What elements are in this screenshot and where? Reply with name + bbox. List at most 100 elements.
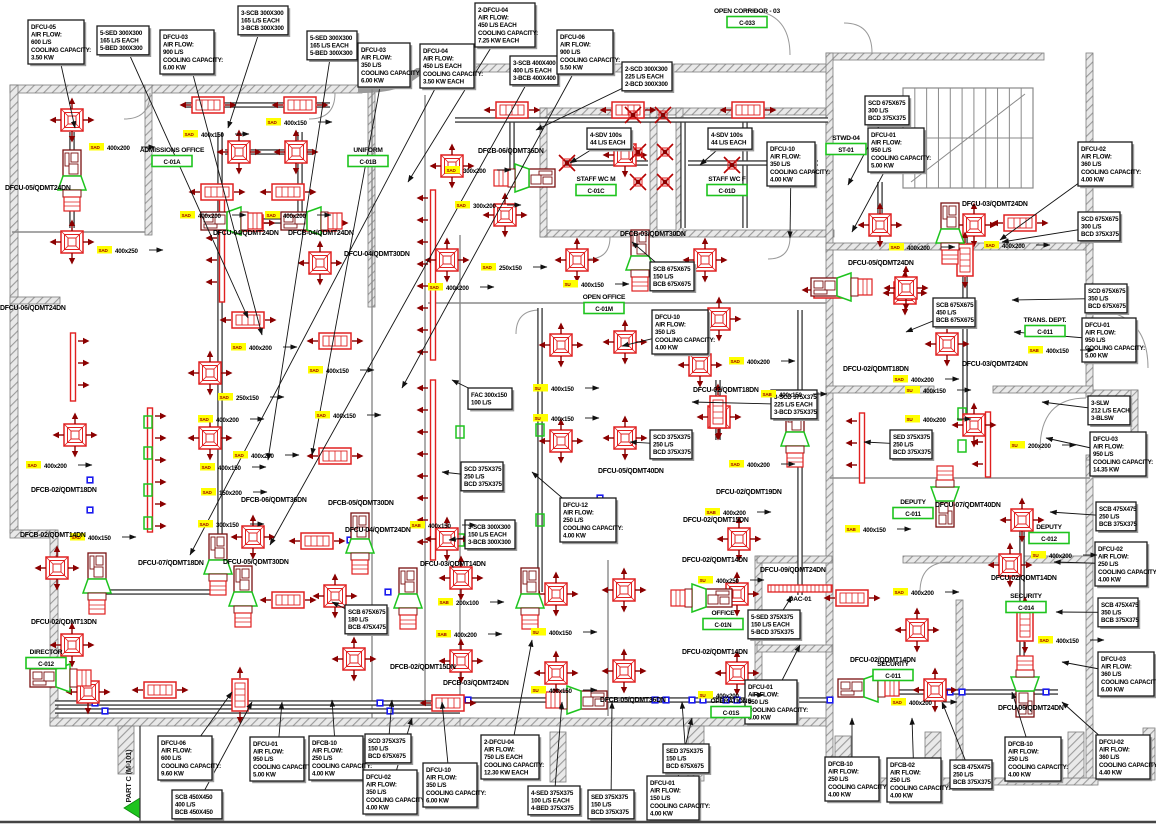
annotation-box-text: AIR FLOW: [312,748,343,755]
annotation-box [1004,736,1062,782]
fan-coil-unit-icon [670,583,733,613]
annotation-box [649,261,695,292]
annotation-box [27,19,85,65]
duct-size-tag-label: 400x150 [1046,348,1069,355]
duct-size-tag-chip [984,241,999,249]
unit-tag-label: DFCU-02/QDMT19DN [716,489,782,496]
unit-tag-label: DFCU-09/QDMT24DN [760,567,826,574]
annotation-box-text: AIR FLOW: [650,788,681,795]
room-code-box [1028,531,1070,545]
slot-air-arrow [844,417,858,425]
linear-diffuser-icon [289,533,346,549]
duct-size-tag-code: SU [700,693,707,698]
annotation-box-text: 950 L/S [871,147,891,154]
slot-air-arrow [77,381,91,389]
annotation-box-text: DFCU-10 [655,314,680,321]
annotation-box-text: DFCU-01 [1085,322,1110,329]
fan-coil-unit-icon [228,565,258,628]
unit-tag-label: DFCB-06/QDMT36DN [241,497,307,504]
duct-joint-node [384,588,392,596]
duct-size-tag-code: SAD [28,463,38,468]
slot-air-arrow [415,384,429,392]
room-name-label: TRANS. DEPT. [1024,317,1067,324]
diffuser-4way-icon [53,413,98,458]
slot-air-arrow [970,460,984,468]
annotation-box-text: COOLING CAPACITY: [890,785,950,792]
duct-size-tag-code: SAD [185,132,195,137]
annotation-box-text: BCB 375X375 [1101,617,1139,624]
unit-tag-label: DFCU-04/QDMT24DN [345,527,411,534]
duct-size-tag-label: 400x200 [216,417,239,424]
annotation-leader-line [266,45,333,461]
annotation-box-text: DFCU-03 [1101,656,1126,663]
annotation-box-text: 250 L/S [893,442,913,449]
annotation-leader-line [186,51,263,336]
annotation-box-text: DFCU-01 [748,684,773,691]
duct-size-tag-chip [893,375,908,383]
annotation-box-text: 150 L/S [591,802,611,809]
duct-size-tag-chip [905,415,920,423]
unit-tag-label: DFCU-03/QDMT24DN [962,201,1028,208]
annotation-box-text: 5-BED 300X300 [100,45,143,52]
annotation-box [419,43,475,89]
duct-size-tag-label: 400x200 [747,359,770,366]
annotation-box-text: COOLING CAPACITY: [1098,569,1156,576]
duct-size-tag-code: SAB [847,527,857,532]
annotation-box-text: COOLING CAPACITY: [563,525,623,532]
door-swing-arc [308,92,336,120]
annotation-box-text: 6.00 KW [361,77,384,84]
annotation-box-text: COOLING CAPACITY: [31,47,91,54]
annotation-box-text: 100 L/S [471,400,491,407]
annotation-box-text: AIR FLOW: [1008,749,1039,756]
annotation-box-text: 2-DFCU-04 [484,739,515,746]
wall-segment [825,385,935,394]
wall-segment [117,725,135,775]
unit-tag-label: DFCU-02/QDMT13DN [31,619,97,626]
duct-size-tag-code: SAD [99,248,109,253]
slot-air-arrow [204,256,218,264]
annotation-box-text: COOLING CAPACITY: [770,169,830,176]
annotation-box-text: 150 L/S [666,756,686,763]
annotation-box-text: 4.00 KW [890,792,913,799]
diffuser-4way-icon [603,416,648,461]
annotation-box-text: SCD 375X375 [464,466,502,473]
duct-joint-node [86,476,94,484]
room-code-label: C-011 [1037,329,1053,336]
slot-diffuser-icon [218,185,226,303]
annotation-box-text: 150 L/S [653,274,673,281]
slot-air-arrow [844,439,858,447]
linear-diffuser-icon [189,184,246,200]
duct-size-tag-label: 400x150 [581,282,604,289]
annotation-box-text: 4.00 KW [655,344,678,351]
annotation-box-text: BCB 450X450 [175,809,213,816]
duct-size-tag-code: SAD [200,417,210,422]
annotation-box-text: COOLING CAPACITY: [484,762,544,769]
wall-segment [825,52,1045,61]
annotation-box-text: DFCU-03 [1093,436,1118,443]
annotation-box-text: DFCU-02 [1098,546,1123,553]
annotation-box [1087,395,1131,426]
annotation-box-text: BCB 475X475 [348,624,386,631]
annotation-box-text: DFCB-02 [890,762,915,769]
duct-size-tag-label: 300x200 [473,203,496,210]
unit-tag-label: DFCU-04/QDMT24DN [213,230,279,237]
duct-size-tag-chip [531,628,546,636]
annotation-box [766,141,816,187]
annotation-box-text: 5-BCD 375X375 [751,629,795,636]
annotation-leader-line [196,701,253,805]
duct-size-tag-label: 300x150 [216,522,239,529]
duct-size-tag-label: 250x150 [236,395,259,402]
duct-size-tag-chip [97,246,112,254]
duct-size-tag-label: 250x150 [499,265,522,272]
annotation-box-text: DFCU-02 [1081,146,1106,153]
annotation-box-text: DFCU-04 [423,48,448,55]
duct-size-tag-label: 400x150 [1056,638,1079,645]
duct-size-tag-code: SAD [202,465,212,470]
slot-air-arrow [415,326,429,334]
annotation-box-text: AIR FLOW: [890,770,921,777]
annotation-box [886,757,942,803]
annotation-leader-line [189,65,448,556]
annotation-box-text: BCD 375X375 [464,481,502,488]
annotation-box-text: 212 L/S EACH [1091,408,1130,415]
flex-connector-icon [143,483,153,497]
